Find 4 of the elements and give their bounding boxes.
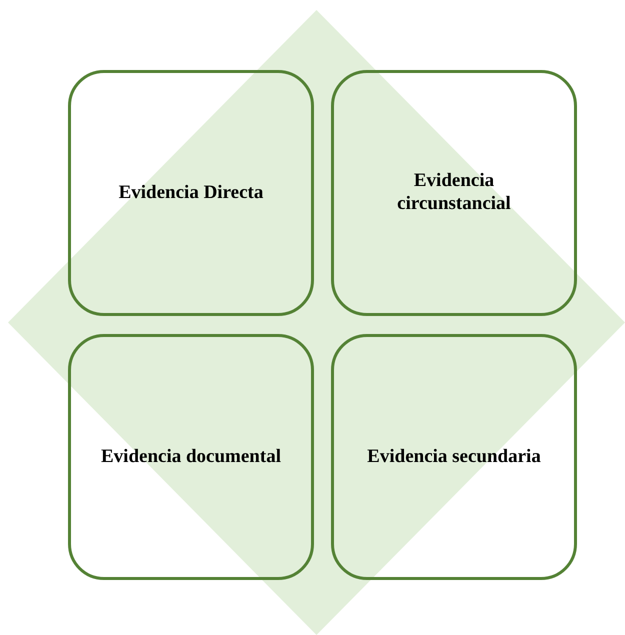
box-label: Evidencia documental	[101, 446, 281, 468]
box-label: Evidencia Directa	[118, 182, 264, 204]
box-label: Evidencia secundaria	[367, 446, 541, 468]
box-label: Evidencia circunstancial	[396, 170, 512, 216]
